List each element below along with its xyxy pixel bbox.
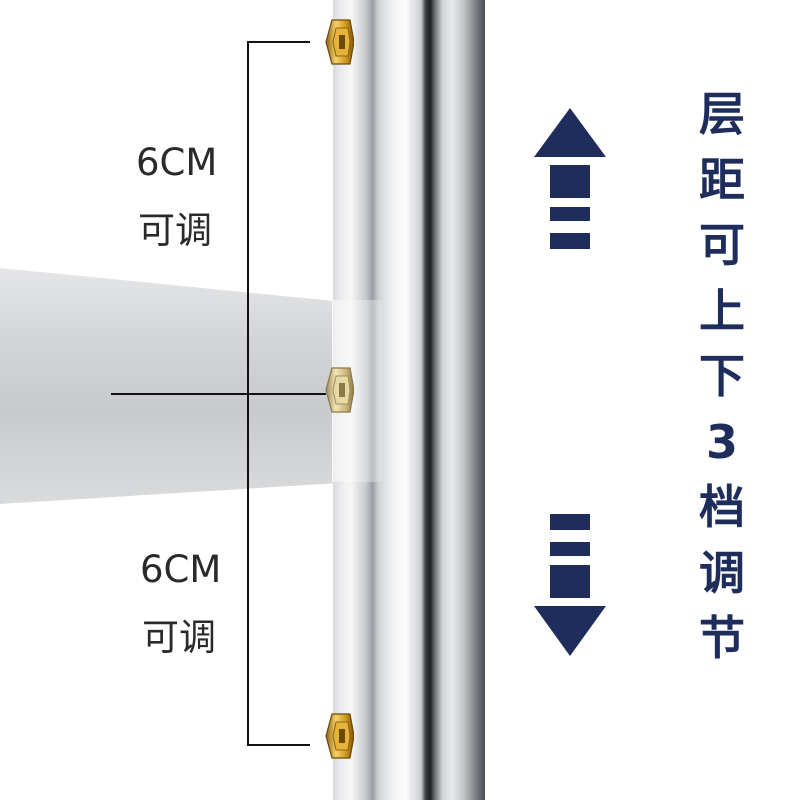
hex-screw-icon: [324, 712, 354, 760]
vertical-caption: 层 距 可 上 下 3 档 调 节: [692, 82, 752, 672]
caption-char: 可: [699, 218, 745, 272]
lower-adjustable-label: 可调: [142, 616, 216, 659]
hex-screw-icon: [324, 366, 354, 414]
bracket-top-tick: [247, 41, 310, 43]
hex-screw-icon: [324, 18, 354, 66]
upper-adjustable-label: 可调: [138, 209, 212, 252]
bracket-middle-tick: [111, 393, 326, 395]
arrow-down-icon: [534, 514, 606, 656]
caption-char: 3: [705, 414, 738, 469]
caption-char: 上: [699, 283, 745, 338]
caption-char: 距: [699, 152, 745, 207]
caption-char: 节: [699, 611, 745, 665]
lower-size-label: 6CM: [140, 548, 222, 591]
caption-char: 调: [699, 545, 745, 600]
upper-size-label: 6CM: [136, 141, 218, 184]
bracket-bottom-tick: [247, 744, 310, 746]
caption-char: 档: [699, 480, 745, 534]
caption-char: 下: [699, 349, 745, 403]
caption-char: 层: [699, 87, 745, 141]
arrow-up-icon: [534, 108, 606, 250]
shelf-plate: [0, 268, 382, 504]
pole-highlight: [404, 0, 410, 800]
